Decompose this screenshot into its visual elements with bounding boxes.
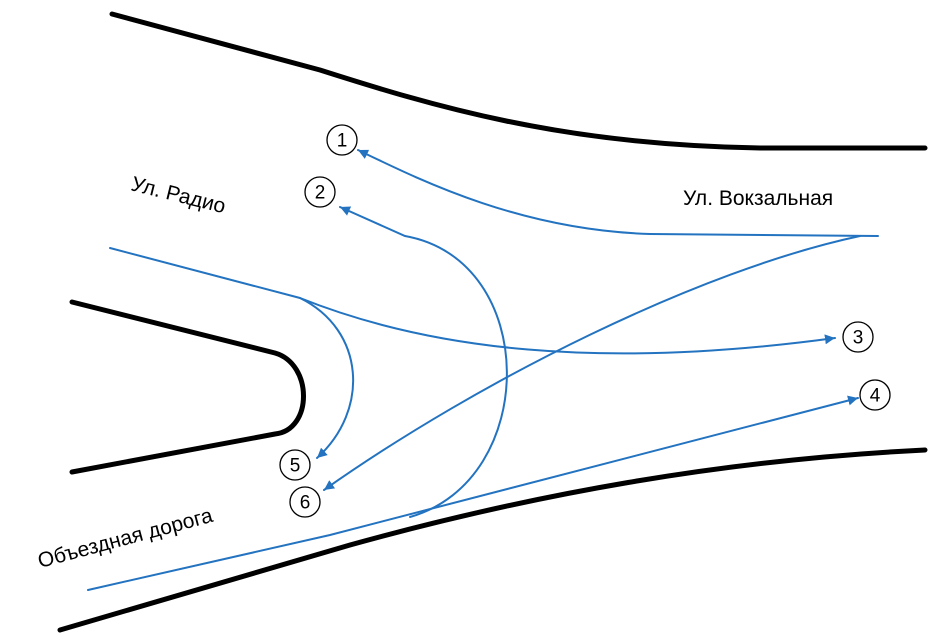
svg-text:5: 5 (290, 456, 301, 477)
svg-text:3: 3 (853, 328, 864, 349)
svg-text:6: 6 (300, 493, 311, 514)
route-to-5 (299, 297, 355, 459)
route-to-6 (323, 235, 861, 491)
marker-2: 2 (304, 176, 336, 208)
street-label-radio: Ул. Радио (129, 173, 228, 219)
svg-text:2: 2 (315, 183, 326, 204)
marker-6: 6 (289, 486, 321, 518)
street-label-bypass: Объездная дорога (35, 504, 215, 573)
marker-3: 3 (842, 321, 874, 353)
svg-text:4: 4 (870, 386, 881, 407)
route-to-3 (109, 247, 836, 355)
route-to-2 (339, 206, 508, 518)
road-edge-bottom (57, 447, 928, 633)
marker-4: 4 (859, 379, 891, 411)
route-to-1 (357, 149, 879, 237)
route-to-4 (87, 395, 859, 591)
marker-5: 5 (279, 449, 311, 481)
marker-1: 1 (326, 124, 358, 156)
svg-text:1: 1 (337, 131, 348, 152)
road-edge-island (69, 299, 306, 475)
street-label-vokzalnaya: Ул. Вокзальная (683, 187, 833, 210)
road-edge-top (109, 11, 928, 151)
routes (87, 149, 879, 591)
